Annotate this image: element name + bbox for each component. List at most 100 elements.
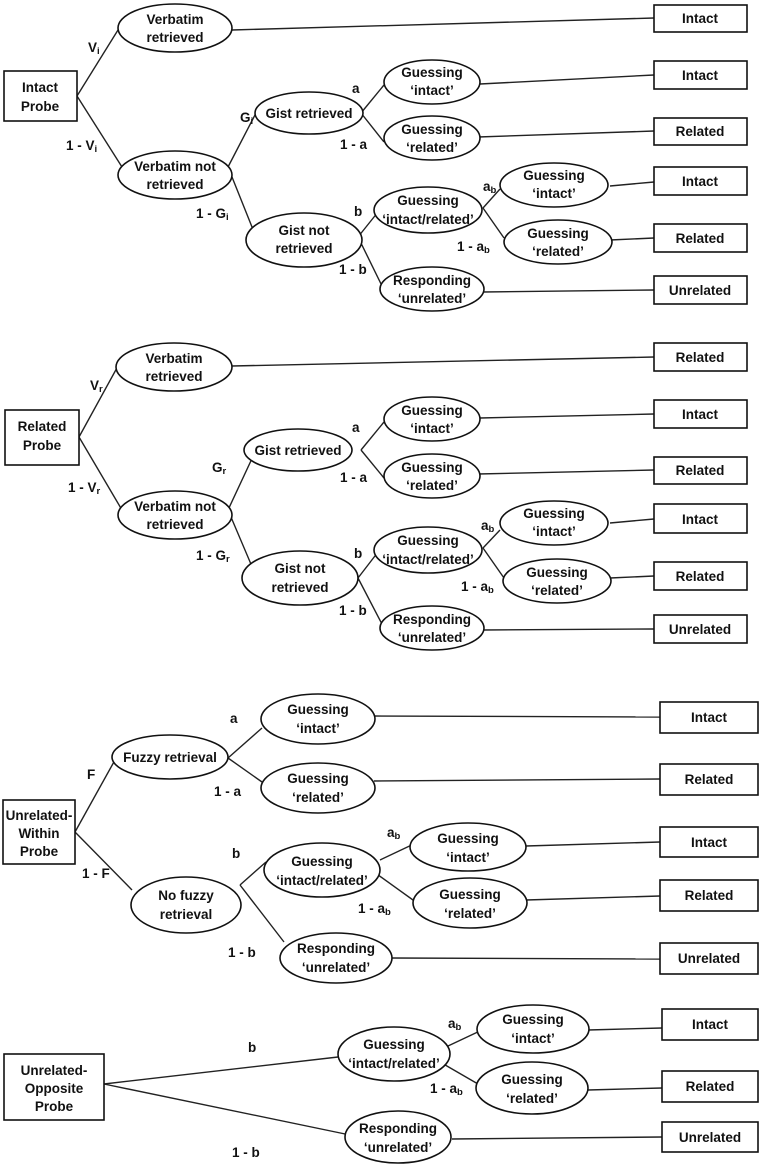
param-label-b: b <box>248 1040 256 1055</box>
svg-text:‘intact’: ‘intact’ <box>532 524 576 539</box>
outcome-related-box: Related <box>653 561 748 591</box>
svg-text:Related: Related <box>676 231 725 246</box>
svg-text:‘intact’: ‘intact’ <box>410 83 454 98</box>
svg-text:‘intact/related’: ‘intact/related’ <box>382 212 474 227</box>
svg-text:Intact: Intact <box>682 512 719 527</box>
svg-text:Probe: Probe <box>20 844 59 859</box>
param-label-gi: Gi <box>240 110 253 127</box>
svg-text:‘related’: ‘related’ <box>506 1091 558 1106</box>
related-probe-tree: Related Probe Verbatim retrieved Verbati… <box>4 342 748 651</box>
guessing-related-sub-node: Guessing ‘related’ <box>475 1061 589 1115</box>
svg-text:Related: Related <box>685 888 734 903</box>
param-label-vi: Vi <box>88 40 100 57</box>
svg-text:Unrelated-: Unrelated- <box>21 1063 88 1078</box>
outcome-related-box: Related <box>653 223 748 253</box>
guessing-related-node: Guessing ‘related’ <box>383 115 481 161</box>
svg-text:Guessing: Guessing <box>401 460 463 475</box>
svg-text:Guessing: Guessing <box>527 226 589 241</box>
svg-text:‘intact/related’: ‘intact/related’ <box>348 1056 440 1071</box>
svg-text:‘intact’: ‘intact’ <box>410 421 454 436</box>
guessing-intact-node: Guessing ‘intact’ <box>383 396 481 442</box>
no-fuzzy-retrieval-node: No fuzzy retrieval <box>130 876 242 934</box>
svg-text:Verbatim not: Verbatim not <box>134 499 216 514</box>
svg-text:Intact: Intact <box>691 835 728 850</box>
svg-text:retrieved: retrieved <box>271 580 328 595</box>
param-label-1-minus-a: 1 - a <box>340 470 368 485</box>
svg-text:Guessing: Guessing <box>401 65 463 80</box>
svg-text:Related: Related <box>686 1079 735 1094</box>
param-label-vr: Vr <box>90 378 103 395</box>
param-label-ab: ab <box>448 1016 462 1033</box>
intact-probe-box: Intact Probe <box>3 70 78 122</box>
unrelated-opposite-probe-tree: Unrelated- Opposite Probe Guessing ‘inta… <box>3 1004 759 1164</box>
svg-text:Unrelated: Unrelated <box>669 283 731 298</box>
unrelated-opposite-probe-box: Unrelated- Opposite Probe <box>3 1053 105 1121</box>
guessing-intact-related-node: Guessing ‘intact/related’ <box>263 842 381 898</box>
svg-text:Guessing: Guessing <box>363 1037 425 1052</box>
svg-text:Guessing: Guessing <box>526 565 588 580</box>
svg-text:Intact: Intact <box>682 68 719 83</box>
guessing-intact-related-node: Guessing ‘intact/related’ <box>337 1026 451 1082</box>
svg-text:Probe: Probe <box>21 99 60 114</box>
svg-text:Guessing: Guessing <box>523 168 585 183</box>
svg-text:retrieved: retrieved <box>275 241 332 256</box>
param-label-1-minus-b: 1 - b <box>228 945 256 960</box>
verbatim-not-retrieved-node: Verbatim not retrieved <box>117 490 233 540</box>
svg-text:‘intact/related’: ‘intact/related’ <box>382 552 474 567</box>
svg-text:Responding: Responding <box>297 941 375 956</box>
gist-retrieved-node: Gist retrieved <box>243 428 353 472</box>
outcome-unrelated-box: Unrelated <box>661 1121 759 1153</box>
unrelated-within-probe-tree: Unrelated- Within Probe Fuzzy retrieval … <box>2 693 759 984</box>
guessing-intact-node: Guessing ‘intact’ <box>260 693 376 745</box>
guessing-related-sub-node: Guessing ‘related’ <box>412 877 528 929</box>
svg-text:Probe: Probe <box>23 438 62 453</box>
svg-text:Related: Related <box>676 350 725 365</box>
outcome-intact-box: Intact <box>661 1008 759 1041</box>
svg-text:Related: Related <box>18 419 67 434</box>
guessing-intact-node: Guessing ‘intact’ <box>383 59 481 105</box>
svg-text:Probe: Probe <box>35 1099 74 1114</box>
svg-text:Guessing: Guessing <box>437 831 499 846</box>
unrelated-within-probe-box: Unrelated- Within Probe <box>2 799 76 865</box>
svg-text:Intact: Intact <box>22 80 59 95</box>
svg-text:‘related’: ‘related’ <box>406 478 458 493</box>
svg-text:Verbatim not: Verbatim not <box>134 159 216 174</box>
svg-text:Guessing: Guessing <box>502 1012 564 1027</box>
related-probe-box: Related Probe <box>4 409 80 466</box>
svg-text:Guessing: Guessing <box>287 702 349 717</box>
svg-text:‘intact’: ‘intact’ <box>511 1031 555 1046</box>
param-label-a: a <box>352 81 360 96</box>
param-label-1-minus-ab: 1 - ab <box>430 1081 463 1098</box>
svg-text:‘unrelated’: ‘unrelated’ <box>302 960 370 975</box>
gist-retrieved-node: Gist retrieved <box>254 91 364 135</box>
guessing-intact-related-node: Guessing ‘intact/related’ <box>373 526 483 574</box>
svg-text:‘related’: ‘related’ <box>531 583 583 598</box>
svg-text:Guessing: Guessing <box>401 403 463 418</box>
guessing-intact-sub-node: Guessing ‘intact’ <box>476 1004 590 1054</box>
guessing-related-sub-node: Guessing ‘related’ <box>503 219 613 265</box>
outcome-related-box: Related <box>653 117 748 146</box>
outcome-intact-box: Intact <box>653 399 748 429</box>
guessing-related-node: Guessing ‘related’ <box>383 453 481 499</box>
outcome-related-box: Related <box>659 763 759 796</box>
svg-text:Opposite: Opposite <box>25 1081 84 1096</box>
svg-text:Guessing: Guessing <box>501 1072 563 1087</box>
verbatim-retrieved-node: Verbatim retrieved <box>115 342 233 392</box>
guessing-related-node: Guessing ‘related’ <box>260 762 376 814</box>
svg-text:‘intact’: ‘intact’ <box>296 721 340 736</box>
outcome-intact-box: Intact <box>653 166 748 196</box>
guessing-intact-sub-node: Guessing ‘intact’ <box>409 822 527 872</box>
param-label-ab: ab <box>483 179 497 196</box>
param-label-ab: ab <box>387 825 401 842</box>
svg-text:Responding: Responding <box>359 1121 437 1136</box>
param-label-1-minus-ab: 1 - ab <box>461 579 494 596</box>
param-label-1-minus-f: 1 - F <box>82 866 110 881</box>
param-label-f: F <box>87 767 95 782</box>
svg-text:retrieved: retrieved <box>146 517 203 532</box>
svg-text:Intact: Intact <box>692 1017 729 1032</box>
param-label-1-minus-ab: 1 - ab <box>358 901 391 918</box>
svg-text:‘related’: ‘related’ <box>406 140 458 155</box>
svg-text:Within: Within <box>18 826 59 841</box>
svg-text:Responding: Responding <box>393 612 471 627</box>
